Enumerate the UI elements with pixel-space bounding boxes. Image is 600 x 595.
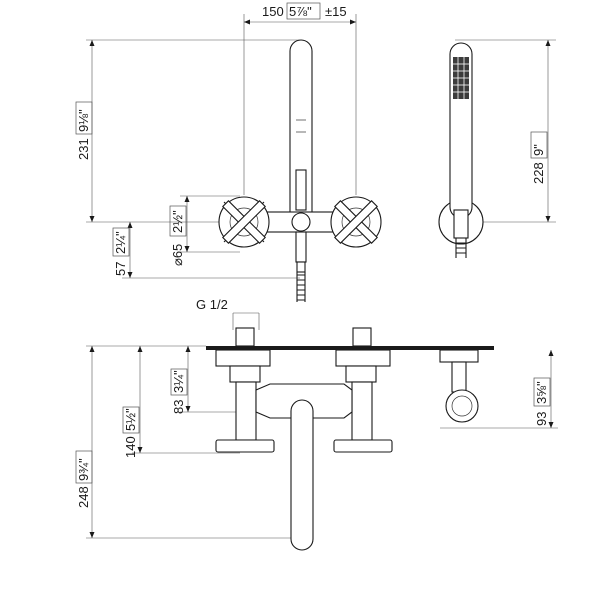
side-view: 228 9" — [438, 39, 556, 258]
dim-228-value: 228 — [531, 162, 546, 184]
dim-150-value: 150 — [262, 4, 284, 19]
dim-228-inch: 9" — [531, 144, 546, 156]
dim-65-inch: 2½" — [170, 210, 185, 233]
hand-shower-top — [290, 399, 314, 551]
top-view: G 1/2 248 9¾" 140 5½" — [75, 297, 558, 551]
front-view: 150 5⅞" ±15 231 9⅛" ⌀65 2½" 57 — [75, 2, 382, 302]
dim-140-inch: 5½" — [123, 408, 138, 431]
dim-83-inch: 3¼" — [171, 370, 186, 393]
dim-248-value: 248 — [76, 486, 91, 508]
dim-231-value: 231 — [76, 138, 91, 160]
thread-label: G 1/2 — [196, 297, 228, 312]
dim-57-inch: 2¼" — [113, 231, 128, 254]
dim-93-value: 93 — [534, 412, 549, 426]
dim-93-inch: 3⅝" — [534, 381, 549, 404]
side-holder-ring — [445, 389, 479, 423]
dim-150-tolerance: ±15 — [325, 4, 347, 19]
right-valve-body — [335, 349, 391, 367]
left-cross-handle — [218, 196, 270, 248]
wall-plate — [206, 346, 494, 350]
right-cross-handle — [330, 196, 382, 248]
dim-83-value: 83 — [171, 400, 186, 414]
dim-231-inch: 9⅛" — [76, 109, 91, 132]
left-valve-body — [215, 349, 271, 367]
dim-140-value: 140 — [123, 436, 138, 458]
dim-248-inch: 9¾" — [76, 458, 91, 481]
dim-57-value: 57 — [113, 262, 128, 276]
dim-150-inch: 5⅞" — [289, 4, 312, 19]
dim-150-inch-box — [286, 2, 321, 20]
dim-65-value: ⌀65 — [170, 244, 185, 266]
